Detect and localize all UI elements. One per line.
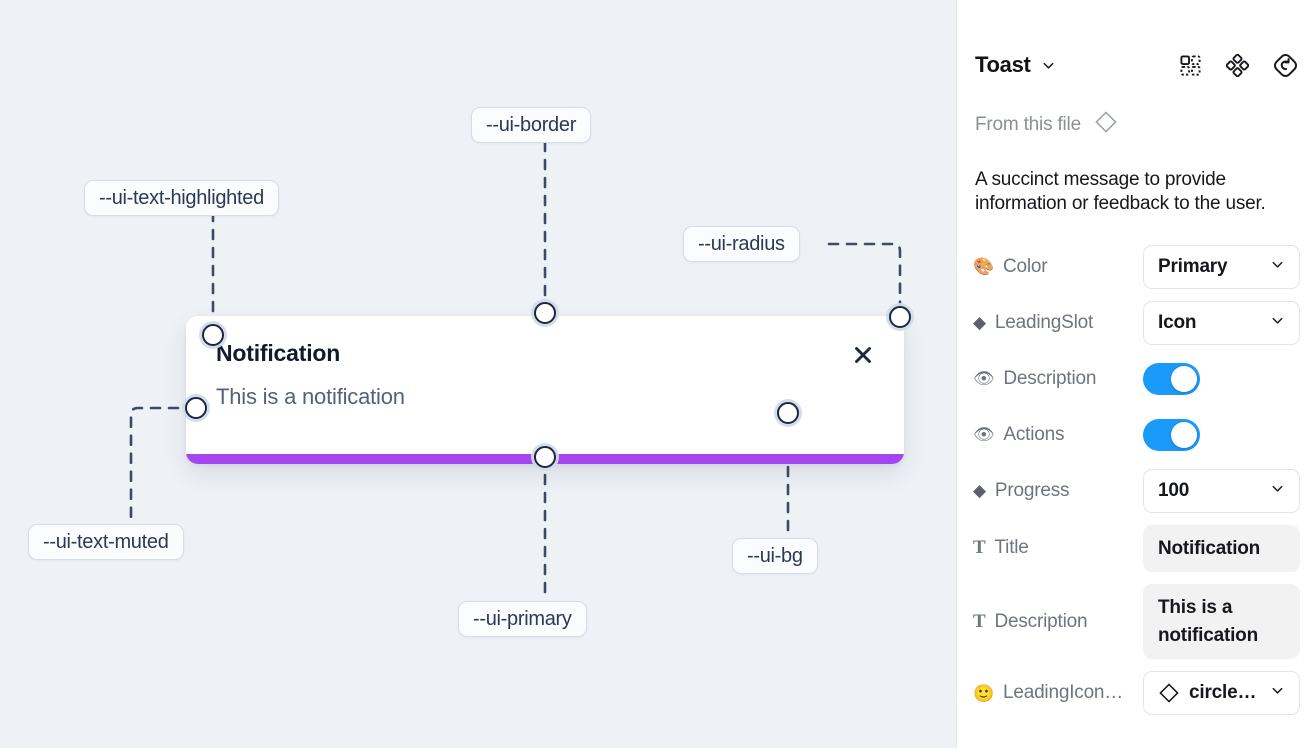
property-control-progress: 100 <box>1143 468 1300 513</box>
annotation-pill-ui-border[interactable]: --ui-border <box>471 107 592 143</box>
annotation-pill-ui-text-highlighted[interactable]: --ui-text-highlighted <box>84 180 279 216</box>
title-input[interactable]: Notification <box>1143 524 1300 573</box>
property-label-leadingslot: ◆ LeadingSlot <box>973 312 1143 334</box>
panel-title: Toast <box>975 52 1031 77</box>
reset-instance-icon[interactable] <box>1273 53 1298 78</box>
property-row-color: 🎨 Color Primary <box>973 244 1300 289</box>
property-control-title: Notification <box>1143 524 1300 573</box>
toast-close-button[interactable] <box>850 342 876 368</box>
description-toggle[interactable] <box>1143 362 1200 395</box>
property-control-description-text: This is a notification <box>1143 584 1300 660</box>
properties-panel: Toast <box>956 0 1312 748</box>
leadingicon-select-value: circle… <box>1189 682 1257 704</box>
leadingslot-select[interactable]: Icon <box>1143 300 1300 345</box>
property-label-description-toggle: 👁 Description <box>973 368 1143 390</box>
property-name: Progress <box>994 479 1070 501</box>
eye-icon: 👁 <box>973 369 995 389</box>
anchor-marker-ui-radius[interactable] <box>889 306 911 328</box>
property-label-leadingicon: 🙂 LeadingIcon… <box>973 682 1143 704</box>
annotation-pill-ui-radius[interactable]: --ui-radius <box>683 226 800 262</box>
description-input[interactable]: This is a notification <box>1143 584 1300 660</box>
anchor-marker-ui-border[interactable] <box>534 302 556 324</box>
connector-ui-radius <box>827 242 902 319</box>
property-label-progress: ◆ Progress <box>973 480 1143 502</box>
color-select-value: Primary <box>1158 255 1228 277</box>
toast-title: Notification <box>216 340 341 366</box>
annotation-pill-ui-primary[interactable]: --ui-primary <box>458 601 587 637</box>
chevron-down-icon[interactable] <box>1041 58 1056 73</box>
color-select[interactable]: Primary <box>1143 244 1300 289</box>
toast-description: This is a notification <box>216 384 405 409</box>
toggle-knob <box>1171 365 1197 392</box>
chevron-down-icon <box>1270 312 1285 334</box>
property-label-description-text: T Description <box>973 611 1143 633</box>
diamond-icon: ◆ <box>973 481 986 501</box>
property-row-leadingicon: 🙂 LeadingIcon… circle… <box>973 671 1300 716</box>
diamond-icon <box>1094 110 1118 140</box>
annotation-pill-ui-bg[interactable]: --ui-bg <box>732 538 818 574</box>
toast-preview-card[interactable]: Notification This is a notification <box>186 316 904 464</box>
component-description: A succinct message to provide informatio… <box>975 169 1266 215</box>
progress-select-value: 100 <box>1158 479 1190 501</box>
property-control-description-toggle <box>1143 362 1300 395</box>
property-control-actions-toggle <box>1143 418 1300 451</box>
panel-header: Toast <box>973 52 1300 78</box>
text-type-icon: T <box>973 537 986 559</box>
diamond-icon: ◆ <box>973 313 986 333</box>
property-name: Actions <box>1003 423 1065 445</box>
anchor-marker-ui-text-muted[interactable] <box>185 397 207 419</box>
palette-icon: 🎨 <box>973 257 994 277</box>
property-name: Description <box>994 610 1088 632</box>
progress-select[interactable]: 100 <box>1143 468 1300 513</box>
property-label-title: T Title <box>973 537 1143 559</box>
diamond-icon <box>1158 682 1180 704</box>
property-list: 🎨 Color Primary <box>973 244 1300 716</box>
property-label-actions-toggle: 👁 Actions <box>973 424 1143 446</box>
property-name: LeadingIcon… <box>1002 682 1124 704</box>
property-control-leadingicon: circle… <box>1143 671 1300 716</box>
smiley-icon: 🙂 <box>973 683 994 703</box>
property-control-color: Primary <box>1143 244 1300 289</box>
from-this-file-label: From this file <box>975 114 1081 135</box>
toggle-knob <box>1171 421 1197 448</box>
chevron-down-icon <box>1270 480 1285 502</box>
eye-icon: 👁 <box>973 425 995 445</box>
chevron-down-icon <box>1270 682 1285 704</box>
property-row-progress: ◆ Progress 100 <box>973 468 1300 513</box>
property-row-description-text: T Description This is a notification <box>973 584 1300 660</box>
close-icon <box>855 347 871 363</box>
property-name: Color <box>1002 255 1048 277</box>
annotation-pill-ui-text-muted[interactable]: --ui-text-muted <box>28 524 184 560</box>
property-control-leadingslot: Icon <box>1143 300 1300 345</box>
property-row-leadingslot: ◆ LeadingSlot Icon <box>973 300 1300 345</box>
anchor-marker-ui-bg[interactable] <box>777 402 799 424</box>
component-grid-icon[interactable] <box>1179 54 1202 77</box>
leadingicon-select[interactable]: circle… <box>1143 671 1300 716</box>
text-type-icon: T <box>973 610 986 632</box>
toast-card-body: Notification This is a notification <box>186 316 904 408</box>
property-row-description-toggle: 👁 Description <box>973 357 1300 401</box>
anchor-marker-ui-text-highlighted[interactable] <box>202 324 224 346</box>
leadingslot-select-value: Icon <box>1158 311 1197 333</box>
variants-diamond-icon[interactable] <box>1226 53 1249 77</box>
anchor-marker-ui-primary[interactable] <box>534 446 556 468</box>
property-label-color: 🎨 Color <box>973 256 1143 278</box>
panel-header-actions <box>1179 53 1298 78</box>
property-name: Title <box>994 537 1029 559</box>
design-canvas[interactable]: Notification This is a notification --ui… <box>0 0 956 748</box>
chevron-down-icon <box>1270 256 1285 278</box>
property-name: Description <box>1003 367 1097 389</box>
actions-toggle[interactable] <box>1143 418 1200 451</box>
property-row-actions-toggle: 👁 Actions <box>973 413 1300 457</box>
property-row-title: T Title Notification <box>973 524 1300 573</box>
property-name: LeadingSlot <box>994 311 1094 333</box>
from-this-file-row[interactable]: From this file <box>973 110 1300 140</box>
